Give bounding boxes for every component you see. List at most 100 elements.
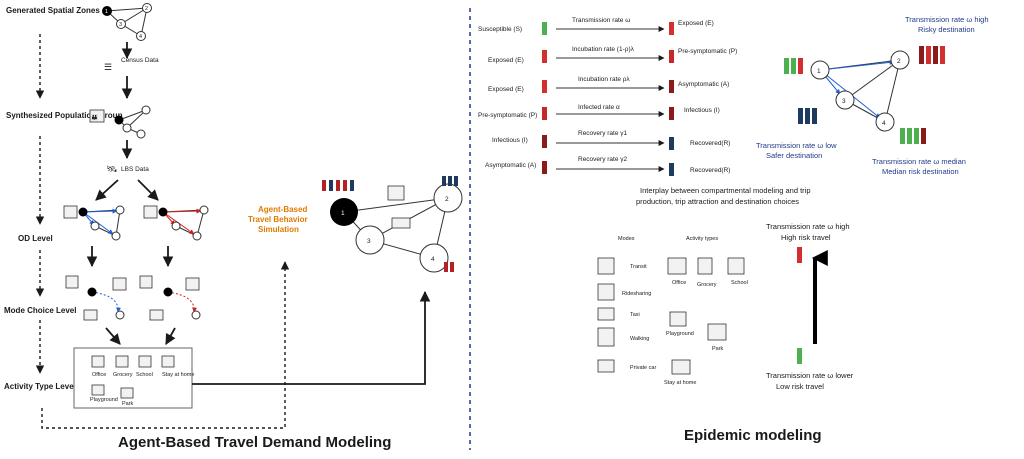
svg-text:Taxi: Taxi (630, 312, 640, 318)
svg-text:Incubation rate ρλ: Incubation rate ρλ (578, 76, 630, 83)
interplay-text: Interplay between compartmental modeling… (636, 186, 813, 206)
svg-text:Infectious (I): Infectious (I) (492, 137, 528, 144)
svg-text:2: 2 (145, 6, 148, 12)
svg-text:Recovered(R): Recovered(R) (690, 140, 730, 147)
right-section-title: Epidemic modeling (684, 427, 822, 444)
home-icon (671, 359, 691, 375)
people-icon (89, 109, 105, 123)
level-label-population: Synthesized Population Group (6, 111, 123, 120)
svg-text:1: 1 (341, 210, 345, 217)
park-icon (707, 323, 727, 341)
mode-network-left (65, 275, 127, 321)
svg-text:Activity types: Activity types (686, 236, 718, 242)
svg-text:High risk travel: High risk travel (781, 233, 831, 242)
svg-text:1: 1 (105, 9, 108, 15)
compartment-icons (542, 22, 674, 176)
svg-text:Office: Office (672, 280, 686, 286)
risk-med-sub: Median risk destination (882, 167, 959, 176)
svg-text:Simulation: Simulation (258, 225, 299, 234)
svg-text:Modes: Modes (618, 236, 635, 242)
census-data: ☰ Census Data (104, 57, 159, 72)
car-icon (391, 217, 411, 229)
svg-text:LBS Data: LBS Data (121, 166, 149, 173)
level-label-od: OD Level (18, 234, 53, 243)
svg-text:Exposed (E): Exposed (E) (678, 20, 714, 27)
risk-high-sub: Risky destination (918, 25, 975, 34)
svg-text:School: School (136, 372, 153, 378)
svg-text:Transmission rate ω high: Transmission rate ω high (766, 222, 850, 231)
transit-icon (597, 257, 615, 275)
risk-high-label: Transmission rate ω high (905, 15, 989, 24)
activity-types-panel: Activity types Office Grocery School Pla… (664, 236, 748, 386)
svg-text:Playground: Playground (666, 331, 694, 337)
walking-icon (597, 327, 615, 347)
od-network-right (143, 205, 209, 241)
svg-text:Grocery: Grocery (697, 282, 717, 288)
level-label-zones: Generated Spatial Zones (6, 6, 100, 15)
svg-text:Playground: Playground (90, 397, 118, 403)
svg-text:3: 3 (119, 22, 122, 28)
arrow-lbs-od-left (95, 179, 119, 201)
od-network-left (63, 205, 125, 241)
rideshare-icon (597, 283, 615, 301)
office-icon (667, 257, 687, 275)
bus-icon (387, 185, 405, 201)
svg-text:School: School (731, 280, 748, 286)
lbs-data: 🛰 LBS Data (106, 164, 149, 174)
svg-text:Private car: Private car (630, 365, 656, 371)
arrow-activity-to-simulation (192, 290, 431, 385)
svg-text:Walking: Walking (630, 336, 649, 342)
svg-text:4: 4 (882, 120, 886, 127)
svg-text:Census Data: Census Data (121, 57, 159, 64)
left-section-title: Agent-Based Travel Demand Modeling (118, 434, 391, 451)
svg-text:Stay at home: Stay at home (162, 372, 194, 378)
risk-med-label: Transmission rate ω median (872, 157, 966, 166)
svg-text:Pre-symptomatic (P): Pre-symptomatic (P) (478, 112, 537, 119)
svg-text:Asymptomatic (A): Asymptomatic (A) (678, 81, 729, 88)
modes-panel: Modes Transit Ridesharing Taxi Walking P… (597, 236, 656, 373)
playground-icon (669, 311, 687, 327)
arrow-mode-activity-left (105, 327, 121, 345)
svg-text:Transmission rate ω lower: Transmission rate ω lower (766, 371, 854, 380)
svg-text:Exposed (E): Exposed (E) (488, 57, 524, 64)
private-car-icon (597, 359, 615, 373)
svg-text:Grocery: Grocery (113, 372, 133, 378)
svg-text:2: 2 (445, 196, 449, 203)
svg-text:Ridesharing: Ridesharing (622, 291, 651, 297)
svg-text:Recovery rate γ2: Recovery rate γ2 (578, 156, 628, 163)
svg-text:3: 3 (842, 98, 846, 105)
svg-text:Low risk travel: Low risk travel (776, 382, 824, 391)
svg-text:Transit: Transit (630, 264, 647, 270)
svg-text:2: 2 (897, 58, 901, 65)
level-label-mode: Mode Choice Level (4, 306, 76, 315)
activity-box: Office Grocery School Stay at home Playg… (73, 347, 194, 409)
population-network: 👪 (89, 105, 151, 139)
svg-text:Exposed (E): Exposed (E) (488, 86, 524, 93)
svg-text:4: 4 (139, 34, 142, 40)
compartment-list: Susceptible (S) Transmission rate ω Expo… (478, 17, 737, 174)
svg-text:Park: Park (122, 401, 134, 407)
risk-low-sub: Safer destination (766, 151, 822, 160)
sim-label: Agent-Based Travel Behavior Simulation (248, 205, 308, 234)
svg-text:Pre-symptomatic (P): Pre-symptomatic (P) (678, 48, 737, 55)
satellite-icon: 🛰 (106, 164, 117, 174)
simulation-network: 1 3 2 4 (322, 176, 463, 273)
grocery-icon (697, 257, 713, 275)
svg-text:1: 1 (817, 68, 821, 75)
svg-text:3: 3 (367, 238, 371, 245)
svg-text:👪: 👪 (91, 114, 98, 121)
risk-low-label: Transmission rate ω low (756, 141, 837, 150)
svg-text:Incubation rate (1-ρ)λ: Incubation rate (1-ρ)λ (572, 46, 635, 53)
svg-text:Susceptible (S): Susceptible (S) (478, 26, 522, 33)
svg-text:Transmission rate ω: Transmission rate ω (572, 17, 630, 24)
svg-text:Recovery rate γ1: Recovery rate γ1 (578, 130, 628, 137)
school-icon (727, 257, 745, 275)
svg-text:Stay at home: Stay at home (664, 380, 696, 386)
svg-text:Recovered(R): Recovered(R) (690, 167, 730, 174)
taxi-icon (597, 307, 615, 321)
svg-text:Infected rate α: Infected rate α (578, 104, 620, 111)
arrow-mode-activity-right (165, 327, 176, 345)
zone-network-top: 1 2 3 4 (102, 3, 152, 41)
level-labels: Generated Spatial Zones Synthesized Popu… (4, 6, 123, 391)
risk-network: 1 2 3 4 (784, 46, 945, 144)
